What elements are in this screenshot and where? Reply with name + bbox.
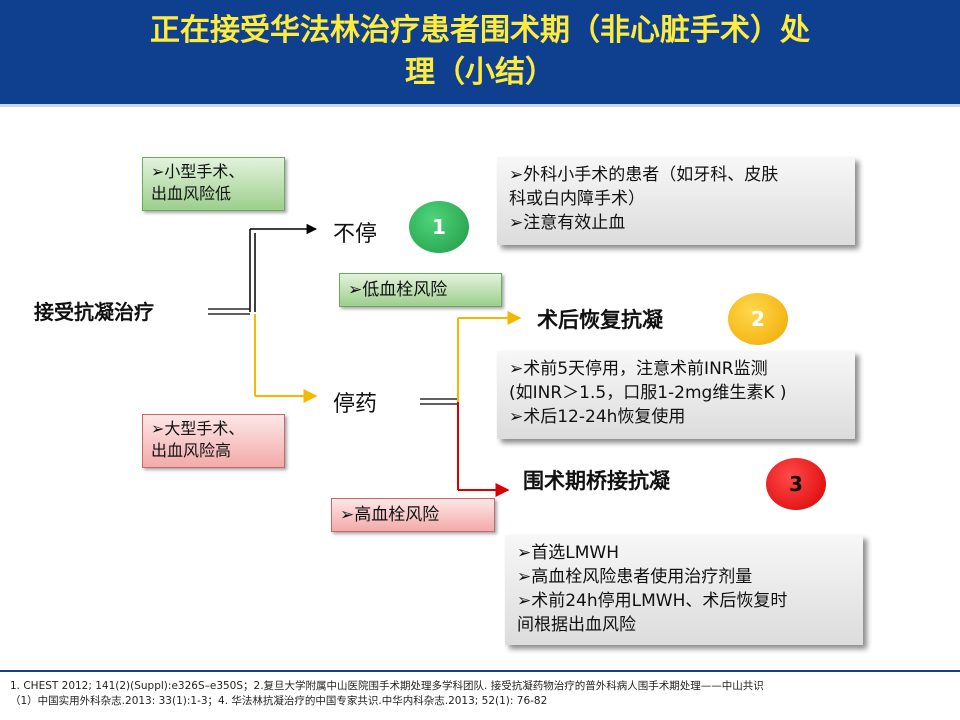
header-divider — [0, 104, 960, 107]
option3-title: 围术期桥接抗凝 — [523, 469, 670, 493]
resume-arrow — [457, 311, 522, 402]
footer-divider — [0, 670, 960, 672]
low-thrombo-risk-box: ➢低血栓风险 — [339, 273, 502, 307]
option2-notes: ➢术前5天停用，注意术前INR监测 (如INR＞1.5，口服1-2mg维生素K … — [497, 351, 855, 439]
slide-title-line2: 理（小结） — [405, 55, 555, 90]
option3-notes: ➢首选LMWH ➢高血栓风险患者使用治疗剂量 ➢术前24h停用LMWH、术后恢复… — [505, 535, 863, 645]
option3-badge: 3 — [766, 458, 826, 510]
option2-note-line1: ➢术前5天停用，注意术前INR监测 — [509, 359, 768, 379]
option2-badge: 2 — [728, 293, 788, 345]
option1-badge: 1 — [409, 201, 469, 253]
high-bleeding-risk-line1: ➢大型手术、 — [151, 419, 245, 438]
low-bleeding-risk-line1: ➢小型手术、 — [151, 162, 245, 181]
high-bleeding-risk-line2: 出血风险高 — [151, 441, 232, 460]
high-thrombo-risk-box: ➢高血栓风险 — [331, 498, 495, 532]
root-connector — [208, 308, 250, 315]
references: 1. CHEST 2012; 141(2)(Suppl):e326S–e350S… — [10, 679, 950, 709]
bridge-arrow — [457, 402, 510, 497]
stop-label: 停药 — [333, 392, 378, 417]
reference-line2: （1）中国实用外科杂志.2013: 33(1):1-3；4. 华法林抗凝治疗的中… — [10, 695, 548, 707]
option1-note-line2: 科或白内障手术） — [509, 189, 645, 209]
option1-note-line1: ➢外科小手术的患者（如牙科、皮肤 — [509, 165, 779, 185]
option3-note-line1: ➢首选LMWH — [517, 543, 619, 563]
option1-note-line3: ➢注意有效止血 — [509, 213, 626, 233]
option2-note-line3: ➢术后12-24h恢复使用 — [509, 407, 686, 427]
no-stop-label: 不停 — [333, 222, 378, 247]
stop-connector — [420, 398, 458, 405]
high-bleeding-risk-box: ➢大型手术、 出血风险高 — [142, 414, 285, 468]
option2-note-line2: (如INR＞1.5，口服1-2mg维生素K ) — [509, 383, 787, 403]
stop-arrow — [254, 314, 318, 403]
slide-title: 正在接受华法林治疗患者围术期（非心脏手术）处 理（小结） — [40, 10, 920, 94]
option1-notes: ➢外科小手术的患者（如牙科、皮肤 科或白内障手术） ➢注意有效止血 — [497, 157, 855, 245]
low-bleeding-risk-line2: 出血风险低 — [151, 184, 232, 203]
option3-note-line2: ➢高血栓风险患者使用治疗剂量 — [517, 567, 753, 587]
flow-connectors — [208, 223, 522, 497]
low-bleeding-risk-box: ➢小型手术、 出血风险低 — [142, 157, 285, 211]
slide-title-line1: 正在接受华法林治疗患者围术期（非心脏手术）处 — [150, 13, 810, 48]
root-label: 接受抗凝治疗 — [34, 300, 154, 324]
slide-header: 正在接受华法林治疗患者围术期（非心脏手术）处 理（小结） — [0, 0, 960, 104]
option3-note-line4: 间根据出血风险 — [517, 615, 636, 635]
no-stop-arrow — [249, 223, 318, 312]
option3-note-line3: ➢术前24h停用LMWH、术后恢复时 — [517, 591, 788, 611]
reference-line1: 1. CHEST 2012; 141(2)(Suppl):e326S–e350S… — [10, 680, 764, 692]
option2-title: 术后恢复抗凝 — [537, 308, 663, 332]
